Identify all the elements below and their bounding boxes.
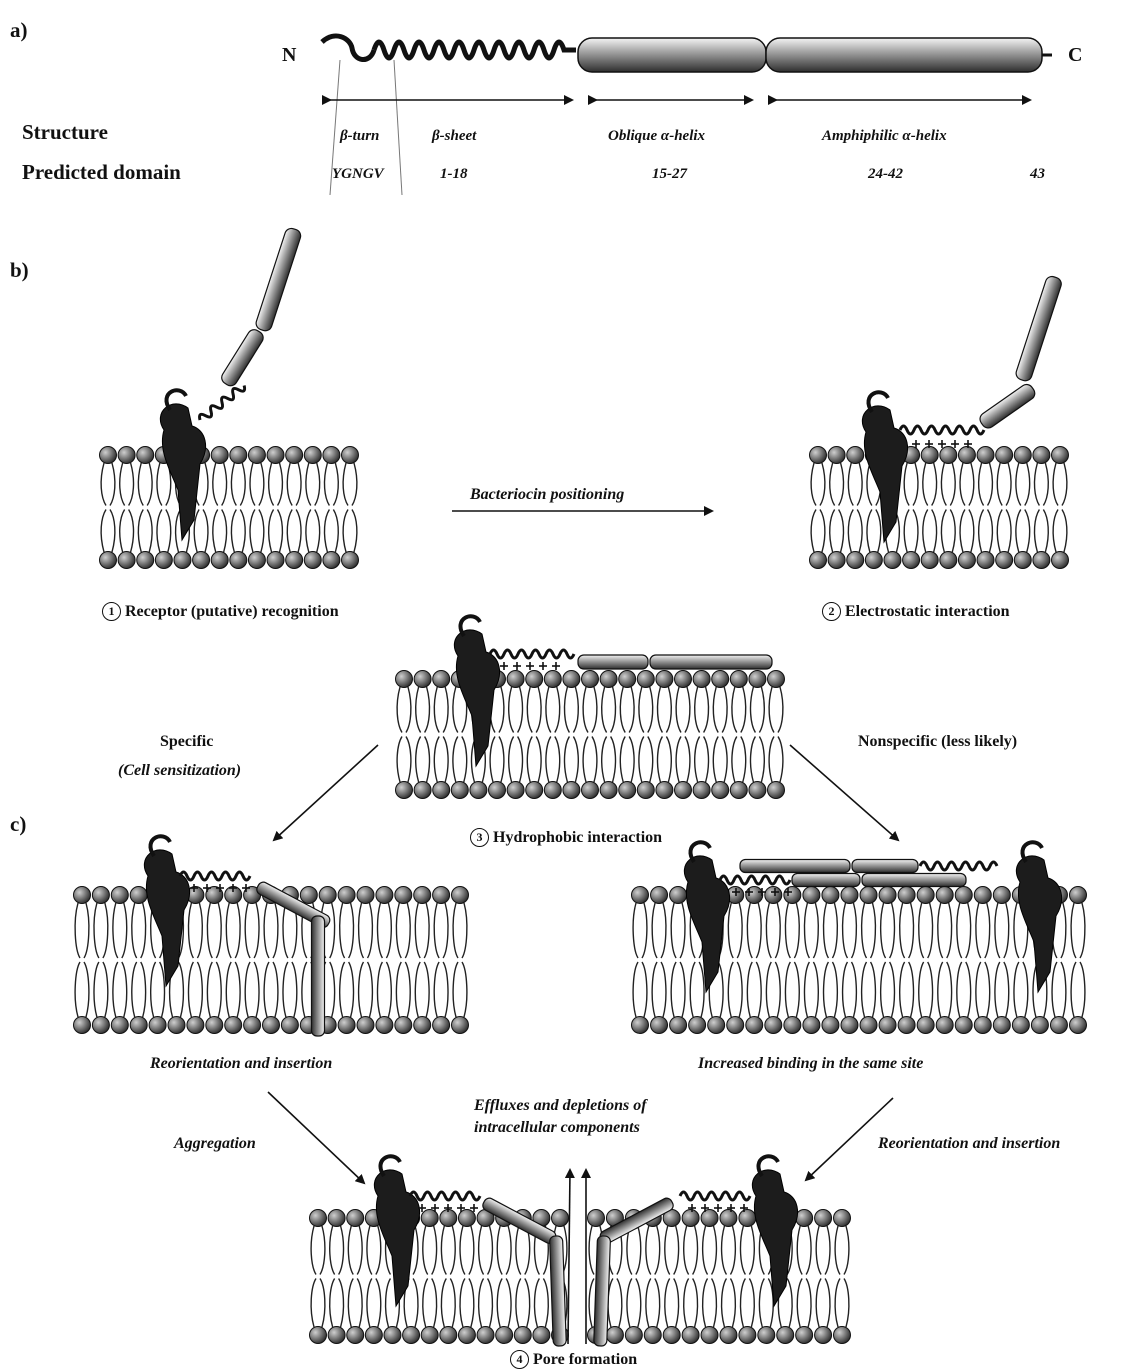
panel-label-b: b) bbox=[10, 258, 29, 283]
oblique-helix-domain: 15-27 bbox=[652, 166, 687, 183]
beta-sheet-structure: β-sheet bbox=[432, 128, 476, 145]
reorientation-left-label: Reorientation and insertion bbox=[150, 1055, 332, 1073]
c-terminal-domain: 43 bbox=[1030, 166, 1045, 183]
bilayer-step-1 bbox=[100, 447, 359, 569]
charges-pore-right bbox=[688, 1204, 748, 1212]
bilayer-step-2 bbox=[810, 447, 1069, 569]
amphiphilic-helix-binding-2 bbox=[740, 860, 850, 873]
reorientation-right-label: Reorientation and insertion bbox=[878, 1135, 1060, 1153]
panel-label-a: a) bbox=[10, 18, 28, 43]
charges-step-3 bbox=[500, 662, 560, 670]
step-4-number: 4 bbox=[510, 1350, 529, 1369]
receptor-pore-right bbox=[752, 1156, 797, 1306]
amphiphilic-helix-structure: Amphiphilic α-helix bbox=[822, 128, 947, 145]
amphiphilic-helix-domain: 24-42 bbox=[868, 166, 903, 183]
charges-step-2 bbox=[912, 440, 972, 448]
amphiphilic-helix-step-1 bbox=[254, 227, 302, 333]
efflux-label-line-2: intracellular components bbox=[474, 1119, 640, 1137]
beta-turn-structure: β-turn bbox=[340, 128, 379, 145]
specific-label: Specific bbox=[160, 733, 213, 751]
beta-sheet-coil-binding-1 bbox=[720, 876, 790, 884]
specific-arrow bbox=[274, 745, 378, 840]
beta-sheet-coil-binding-2 bbox=[920, 862, 997, 870]
cell-sensitization-label: (Cell sensitization) bbox=[118, 762, 241, 780]
nonspecific-arrow bbox=[790, 745, 898, 840]
oblique-helix-binding-1 bbox=[792, 874, 860, 887]
oblique-helix-structure: Oblique α-helix bbox=[608, 128, 705, 145]
positioning-arrow-label: Bacteriocin positioning bbox=[470, 486, 624, 504]
predicted-domain-row-label: Predicted domain bbox=[22, 160, 181, 185]
efflux-label-line-1: Effluxes and depletions of bbox=[474, 1097, 647, 1115]
increased-binding-label: Increased binding in the same site bbox=[698, 1055, 923, 1073]
amphiphilic-helix-step-2 bbox=[1014, 275, 1063, 383]
receptor-reorientation bbox=[144, 836, 189, 986]
aggregation-arrow bbox=[268, 1092, 364, 1183]
oblique-helix-step-1 bbox=[219, 327, 265, 388]
peptide-schematic bbox=[322, 36, 1052, 195]
beta-sheet-coil-step-2 bbox=[900, 426, 984, 434]
bilayer-reorientation bbox=[74, 887, 469, 1034]
beta-turn-domain: YGNGV bbox=[332, 166, 384, 183]
oblique-helix-cylinder bbox=[578, 38, 766, 72]
amphiphilic-helix-step-3 bbox=[650, 655, 772, 669]
beta-sheet-coil-pore-left bbox=[410, 1192, 480, 1200]
beta-sheet-domain: 1-18 bbox=[440, 166, 468, 183]
step-1-number: 1 bbox=[102, 602, 121, 621]
receptor-binding-left bbox=[684, 842, 729, 992]
oblique-helix-binding-2 bbox=[852, 860, 918, 873]
n-terminus-label: N bbox=[282, 44, 296, 67]
amphiphilic-helix-binding-1 bbox=[862, 874, 966, 887]
nonspecific-label: Nonspecific (less likely) bbox=[858, 733, 1017, 751]
step-2-text: Electrostatic interaction bbox=[845, 603, 1010, 620]
aggregation-label: Aggregation bbox=[174, 1135, 256, 1153]
structure-row-label: Structure bbox=[22, 120, 108, 145]
beta-sheet-coil-reorientation bbox=[180, 872, 250, 880]
c-terminus-label: C bbox=[1068, 44, 1082, 67]
efflux-arrow-up-1 bbox=[568, 1170, 570, 1344]
step-3-text: Hydrophobic interaction bbox=[493, 829, 662, 846]
step-4-text: Pore formation bbox=[533, 1351, 637, 1368]
bilayer-step-3 bbox=[396, 671, 785, 799]
oblique-helix-step-2 bbox=[977, 382, 1037, 431]
amphiphilic-helix-pore-left bbox=[550, 1236, 567, 1346]
step-1-text: Receptor (putative) recognition bbox=[125, 603, 339, 620]
amphiphilic-helix-cylinder bbox=[766, 38, 1042, 72]
oblique-helix-step-3 bbox=[578, 655, 648, 669]
panel-label-c: c) bbox=[10, 812, 26, 837]
step-2-number: 2 bbox=[822, 602, 841, 621]
beta-sheet-coil-step-3 bbox=[490, 650, 574, 658]
receptor-step-1 bbox=[160, 390, 205, 540]
beta-sheet-coil-step-1 bbox=[198, 382, 247, 423]
receptor-step-2 bbox=[862, 392, 907, 542]
lipid-bilayers bbox=[74, 447, 1087, 1344]
amphiphilic-helix-reorientation bbox=[312, 916, 325, 1036]
step-3-number: 3 bbox=[470, 828, 489, 847]
receptor-pore-left bbox=[374, 1156, 419, 1306]
beta-sheet-coil-pore-right bbox=[680, 1192, 750, 1200]
